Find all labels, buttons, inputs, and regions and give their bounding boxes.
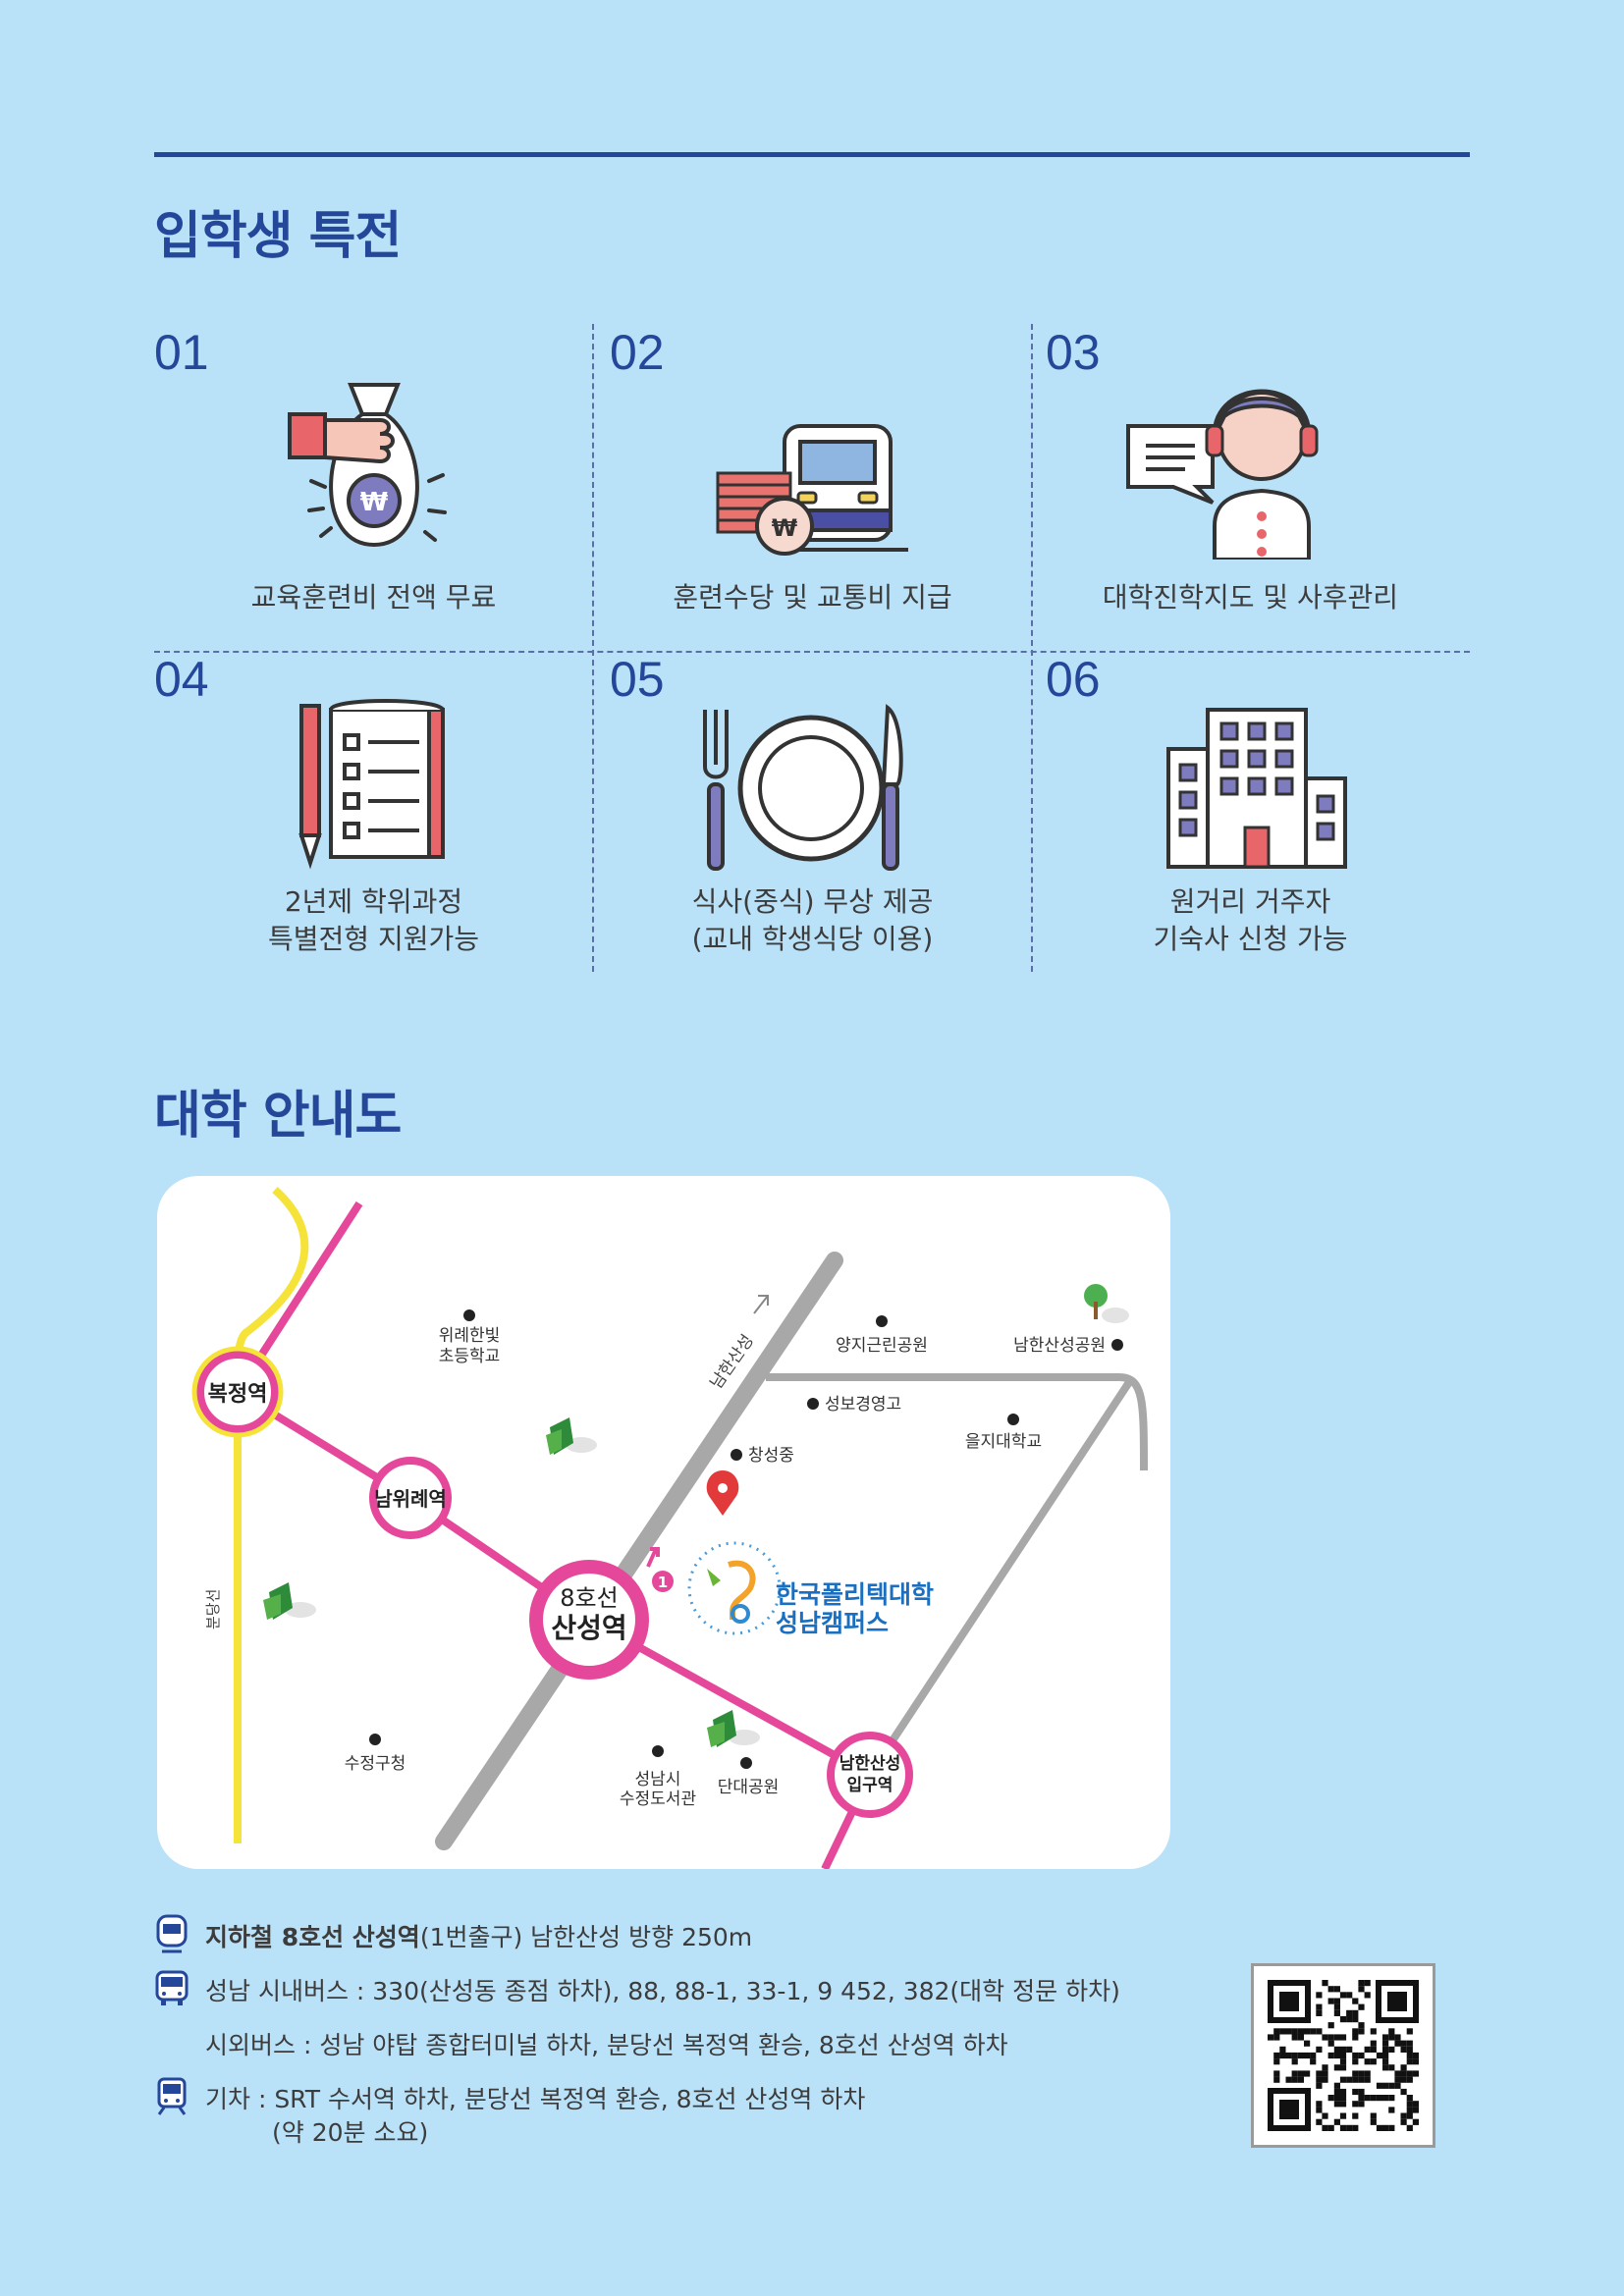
map-title: 대학 안내도: [154, 1087, 402, 1146]
train-coins-icon: ₩: [716, 424, 908, 556]
station-label: 입구역: [847, 1776, 893, 1795]
landmark-label: 남한산성공원: [1013, 1336, 1106, 1356]
train-time: (약 20분 소요): [272, 2113, 428, 2149]
money-bag-icon: ₩: [288, 383, 447, 548]
campus-map: 복정역 남위례역 8호선 산성역 남한산성 입구역 1 남한산성 분당선 위례한…: [157, 1176, 1170, 1869]
station-label: 남위례역: [374, 1487, 447, 1511]
benefits-title: 입학생 특전: [154, 207, 402, 266]
station-line-label: 8호선: [560, 1584, 618, 1612]
qr-code[interactable]: [1251, 1963, 1435, 2148]
landmark-label: 창성중: [748, 1446, 794, 1466]
road: [766, 1373, 1148, 1471]
benefit-item: 06 원거리 거주자 기숙사 신청 가능: [1031, 651, 1470, 975]
station-namwirye: 남위례역: [369, 1457, 452, 1539]
benefit-number: 03: [1046, 325, 1101, 380]
benefit-caption: 식사(중식) 무상 제공 (교내 학생식당 이용): [691, 885, 934, 955]
benefit-item: 01 ₩ 교육훈련비 전액 무료: [154, 324, 593, 648]
benefit-item: 02 ₩ 훈련수당 및 교통비 지급: [593, 324, 1032, 648]
station-namhansanseong: 남한산성 입구역: [827, 1732, 913, 1818]
benefit-number: 05: [610, 652, 665, 707]
landmark-label: 수정구청: [345, 1754, 406, 1774]
svg-text:₩: ₩: [772, 514, 798, 542]
checklist-icon: [298, 699, 445, 870]
subway-line: 지하철 8호선 산성역: [205, 1923, 420, 1951]
divider: [1031, 324, 1033, 972]
landmark-label: 위례한빛: [439, 1326, 501, 1346]
park-icon: [707, 1710, 760, 1747]
landmark-label: 성보경영고: [825, 1395, 901, 1415]
landmark-label: 수정도서관: [620, 1789, 696, 1809]
top-rule: [154, 152, 1470, 157]
station-bokjeong: 복정역: [191, 1346, 284, 1438]
benefit-caption: 원거리 거주자 기숙사 신청 가능: [1153, 885, 1348, 955]
landmark-label: 단대공원: [718, 1778, 780, 1797]
landmark-label: 을지대학교: [965, 1432, 1042, 1452]
campus-name: 성남캠퍼스: [776, 1609, 889, 1637]
benefit-item: 04 2년제 학위과정 특별전형 지원가능: [154, 651, 593, 975]
benefit-number: 02: [610, 325, 665, 380]
station-sanseong: 8호선 산성역: [529, 1560, 649, 1680]
city-bus-text: 성남 시내버스 : 330(산성동 종점 하차), 88, 88-1, 33-1…: [205, 1977, 1120, 2005]
bus-icon: [155, 1970, 189, 2005]
subway-detail: (1번출구) 남한산성 방향 250m: [419, 1923, 753, 1951]
landmark-label: 초등학교: [439, 1347, 501, 1366]
road: [866, 1379, 1133, 1778]
subway-icon: [156, 1914, 188, 1953]
benefits-grid: 01 ₩ 교육훈련비 전액 무료 02: [154, 324, 1470, 972]
benefit-caption: 교육훈련비 전액 무료: [250, 581, 497, 614]
line-label: 분당선: [204, 1589, 222, 1629]
park-icon: [546, 1417, 597, 1455]
benefit-number: 04: [154, 652, 209, 707]
counselor-icon: [1126, 389, 1319, 560]
benefit-caption: 훈련수당 및 교통비 지급: [673, 581, 952, 614]
campus-logo: [687, 1541, 782, 1635]
exit-arrow-icon: [646, 1547, 660, 1568]
train-icon: [157, 2077, 187, 2115]
divider: [592, 324, 594, 972]
benefit-number: 06: [1046, 652, 1101, 707]
train-time-text: (약 20분 소요): [272, 2118, 429, 2147]
benefit-item: 03 대학진학지도 및 사후관리: [1031, 324, 1470, 648]
benefit-number: 01: [154, 325, 209, 380]
benefit-item: 05 식사(중식) 무상 제공 (교내 학생식당 이용): [593, 651, 1032, 975]
benefit-caption: 2년제 학위과정 특별전형 지원가능: [268, 885, 479, 955]
pink-metro-line: [232, 1201, 876, 1869]
park-icon: [263, 1582, 316, 1620]
station-label: 남한산성: [839, 1754, 901, 1774]
direction-arrow-icon: [753, 1295, 769, 1314]
landmark-label: 성남시: [635, 1770, 681, 1789]
plate-cutlery-icon: [703, 704, 903, 871]
main-road: [435, 1252, 843, 1850]
train-text: 기차 : SRT 수서역 하차, 분당선 복정역 환승, 8호선 산성역 하차: [205, 2085, 866, 2113]
station-label: 산성역: [551, 1612, 626, 1644]
exit-marker: [652, 1571, 674, 1592]
intercity-bus-text: 시외버스 : 성남 야탑 종합터미널 하차, 분당선 복정역 환승, 8호선 산…: [205, 2031, 1008, 2059]
landmark-label: 양지근린공원: [836, 1336, 928, 1356]
svg-text:₩: ₩: [360, 488, 389, 517]
station-label: 복정역: [208, 1382, 268, 1407]
building-icon: [1166, 708, 1347, 869]
exit-number: 1: [658, 1574, 668, 1591]
tree-icon: [1084, 1284, 1129, 1323]
yellow-metro-line: [233, 1187, 309, 1843]
divider: [154, 651, 1470, 653]
benefit-caption: 대학진학지도 및 사후관리: [1102, 581, 1399, 614]
campus-name: 한국폴리텍대학: [776, 1580, 934, 1609]
